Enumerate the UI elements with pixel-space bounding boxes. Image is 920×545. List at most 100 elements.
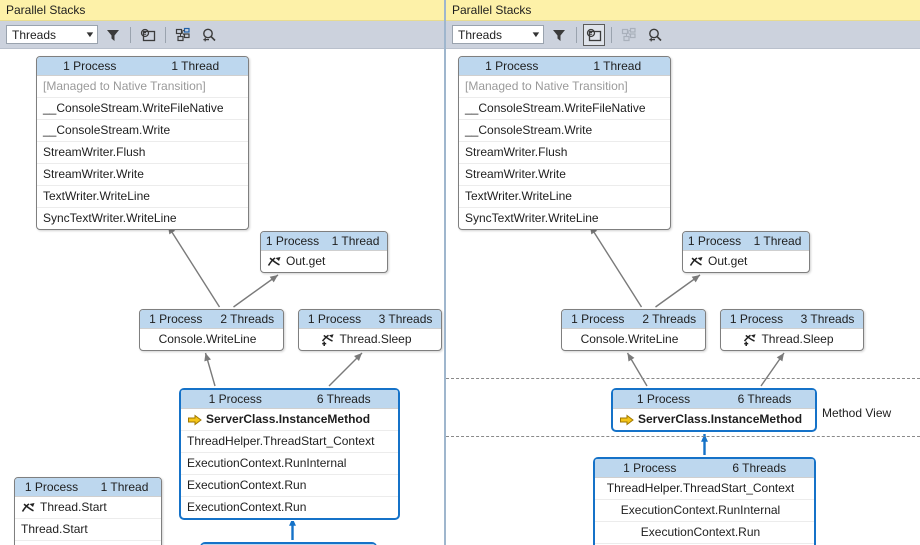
stack-frame-row[interactable]: StreamWriter.Flush <box>459 141 670 163</box>
toggle-method-view-button[interactable] <box>137 24 159 46</box>
stack-frame-row[interactable]: ThreadHelper.ThreadStart_Context <box>595 478 814 499</box>
stack-frame-list: Out.get <box>261 251 387 272</box>
method-view-divider-bottom <box>446 436 920 437</box>
stack-frame-row[interactable]: ExecutionContext.RunInternal <box>181 452 398 474</box>
thread-count-label: 6 Threads <box>732 461 787 475</box>
toolbar-separator <box>576 26 577 43</box>
stack-frame-row[interactable]: Console.WriteLine <box>562 329 705 350</box>
stack-frame-label: ExecutionContext.Run <box>187 500 307 514</box>
stack-frame-row[interactable]: ServerClass.InstanceMethod <box>181 409 398 430</box>
stack-frame-row[interactable]: SyncTextWriter.WriteLine <box>459 207 670 229</box>
auto-scroll-to-current-stack-frame-button[interactable] <box>172 24 194 46</box>
stack-frame-label: SyncTextWriter.WriteLine <box>43 211 177 225</box>
thread-count-label: 2 Threads <box>642 312 697 326</box>
stack-frame-label: SyncTextWriter.WriteLine <box>465 211 599 225</box>
stack-frame-row[interactable]: ExecutionContext.RunInternal <box>595 499 814 521</box>
stack-frame-row[interactable]: Thread.Start <box>15 497 161 518</box>
stack-frame-row[interactable]: SyncTextWriter.WriteLine <box>37 207 248 229</box>
stack-frame-label: Thread.Start <box>21 522 88 536</box>
stack-frame-row[interactable]: Thread.Sleep <box>299 329 441 350</box>
stack-frame-label: [Managed to Native Transition] <box>465 79 628 93</box>
stack-frame-row[interactable]: ExecutionContext.Run <box>181 496 398 518</box>
stack-frame-row[interactable]: StreamWriter.Write <box>459 163 670 185</box>
process-count-label: 1 Process <box>571 312 625 326</box>
stack-frame-row[interactable]: __ConsoleStream.Write <box>459 119 670 141</box>
zoom-control-icon <box>201 27 217 43</box>
stack-frame-label: ExecutionContext.Run <box>187 478 307 492</box>
thread-count-label: 1 Thread <box>100 480 149 494</box>
stack-frame-row[interactable]: ServerClass.InstanceMethod <box>613 409 815 430</box>
thread-count-label: 1 Thread <box>171 59 220 73</box>
window-titlebar: Parallel Stacks <box>0 0 444 21</box>
stack-frame-row[interactable]: StreamWriter.Flush <box>37 141 248 163</box>
stack-frame-row[interactable]: Out.get <box>261 251 387 272</box>
stack-frame-list: Out.get <box>683 251 809 272</box>
auto-scroll-to-current-stack-frame-icon <box>175 27 191 43</box>
view-mode-select-value: Threads <box>12 27 57 42</box>
stack-frame-label: Out.get <box>708 254 748 268</box>
process-count-label: 1 Process <box>149 312 203 326</box>
stack-frame-label: __ConsoleStream.WriteFileNative <box>465 101 646 115</box>
stack-frame-row[interactable]: Out.get <box>683 251 809 272</box>
stack-frame-list: Console.WriteLine <box>140 329 283 350</box>
stack-frame-label: __ConsoleStream.WriteFileNative <box>43 101 224 115</box>
view-mode-select[interactable]: Threads▼ <box>6 25 98 44</box>
auto-scroll-to-current-stack-frame-button <box>618 24 640 46</box>
stack-frame-row[interactable]: [Managed to Native Transition] <box>459 76 670 97</box>
page-title: Parallel Stacks <box>452 3 532 17</box>
zoom-control-button[interactable] <box>644 24 666 46</box>
stack-frame-row[interactable]: [Managed to Native Transition] <box>37 76 248 97</box>
stack-frame-label: __ConsoleStream.Write <box>465 123 593 137</box>
process-count-label: 1 Process <box>24 480 79 494</box>
stack-frame-row[interactable]: __ConsoleStream.WriteFileNative <box>37 97 248 119</box>
stack-frame-row[interactable]: ThreadHelper.ThreadStart_Context <box>181 430 398 452</box>
stack-frame-row[interactable]: Thread.Sleep <box>721 329 863 350</box>
stack-frame-row[interactable]: TextWriter.WriteLine <box>37 185 248 207</box>
filter-button[interactable] <box>548 24 570 46</box>
connector-arrows <box>589 225 785 455</box>
filter-button[interactable] <box>102 24 124 46</box>
stack-frame-row[interactable]: Simple.CreateThreads <box>15 540 161 545</box>
stack-frame-row[interactable]: Thread.Start <box>15 518 161 540</box>
stack-frame-label: TextWriter.WriteLine <box>43 189 150 203</box>
view-mode-select-value: Threads <box>458 27 503 42</box>
toggle-method-view-button[interactable] <box>583 23 605 46</box>
process-count-label: 1 Process <box>636 392 691 406</box>
stack-frame-row[interactable]: __ConsoleStream.Write <box>37 119 248 141</box>
toolbar-separator <box>611 26 612 43</box>
stack-frame-row[interactable]: ExecutionContext.Run <box>595 543 814 545</box>
stack-frame-label: StreamWriter.Flush <box>465 145 568 159</box>
stack-frame-row[interactable]: StreamWriter.Write <box>37 163 248 185</box>
zoom-control-button[interactable] <box>198 24 220 46</box>
process-count-label: 1 Process <box>623 461 677 475</box>
stack-frame-row[interactable]: Console.WriteLine <box>140 329 283 350</box>
stack-frame-row[interactable]: __ConsoleStream.WriteFileNative <box>459 97 670 119</box>
stack-frame-row[interactable]: ExecutionContext.Run <box>181 474 398 496</box>
stack-frame-label: ThreadHelper.ThreadStart_Context <box>187 434 375 448</box>
stack-frame-row[interactable]: TextWriter.WriteLine <box>459 185 670 207</box>
stack-frame-row[interactable]: ExecutionContext.Run <box>595 521 814 543</box>
thread-count-label: 6 Threads <box>316 392 371 406</box>
toolbar-separator <box>165 26 166 43</box>
view-mode-select[interactable]: Threads▼ <box>452 25 544 44</box>
stack-frame-label: Simple.CreateThreads <box>21 541 141 545</box>
